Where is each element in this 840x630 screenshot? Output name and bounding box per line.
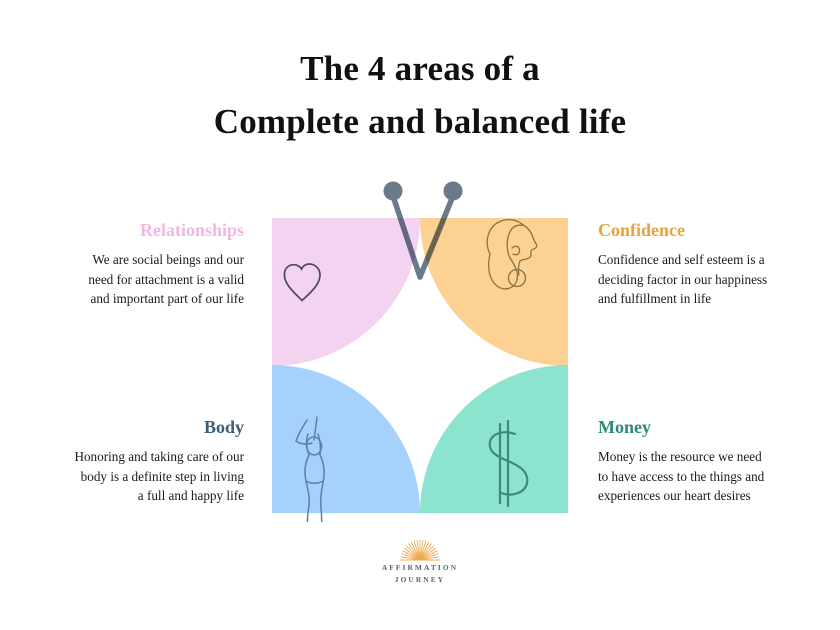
quadrant-body: Body Honoring and taking care of our bod…: [72, 416, 244, 506]
sunburst-icon: [400, 539, 440, 561]
petal-confidence: [420, 218, 568, 366]
woman-profile-icon: [486, 219, 538, 290]
antenna-right-dot: [443, 181, 463, 201]
heart-icon: [283, 263, 321, 302]
dollar-sign-icon: [488, 419, 529, 508]
antenna-left-dot: [383, 181, 403, 201]
four-petal-venn-diagram: [252, 172, 588, 522]
quadrant-money: Money Money is the resource we need to h…: [598, 416, 770, 506]
quadrant-heading-body: Body: [203, 417, 244, 437]
quadrant-body-body: Honoring and taking care of our body is …: [74, 449, 244, 503]
quadrant-body-confidence: Confidence and self esteem is a deciding…: [598, 252, 768, 306]
logo-text-line-1: AFFIRMATION: [381, 563, 459, 572]
quadrant-heading-relationships: Relationships: [139, 220, 244, 240]
dancing-figure-icon: [295, 416, 325, 522]
quadrant-body-money: Money is the resource we need to have ac…: [598, 449, 765, 503]
petal-money: [420, 365, 568, 513]
title-line-2: Complete and balanced life: [213, 102, 627, 141]
quadrant-body-relationships: We are social beings and our need for at…: [88, 252, 244, 306]
quadrant-heading-confidence: Confidence: [598, 220, 685, 240]
page-title: The 4 areas of a Complete and balanced l…: [0, 42, 840, 148]
quadrant-heading-money: Money: [598, 417, 651, 437]
title-line-1: The 4 areas of a: [300, 49, 540, 88]
affirmation-journey-logo: AFFIRMATION JOURNEY: [0, 538, 840, 586]
petal-body: [272, 365, 420, 513]
logo-text-line-2: JOURNEY: [394, 575, 446, 584]
petal-relationships: [272, 218, 420, 366]
quadrant-relationships: Relationships We are social beings and o…: [72, 219, 244, 309]
quadrant-confidence: Confidence Confidence and self esteem is…: [598, 219, 770, 309]
